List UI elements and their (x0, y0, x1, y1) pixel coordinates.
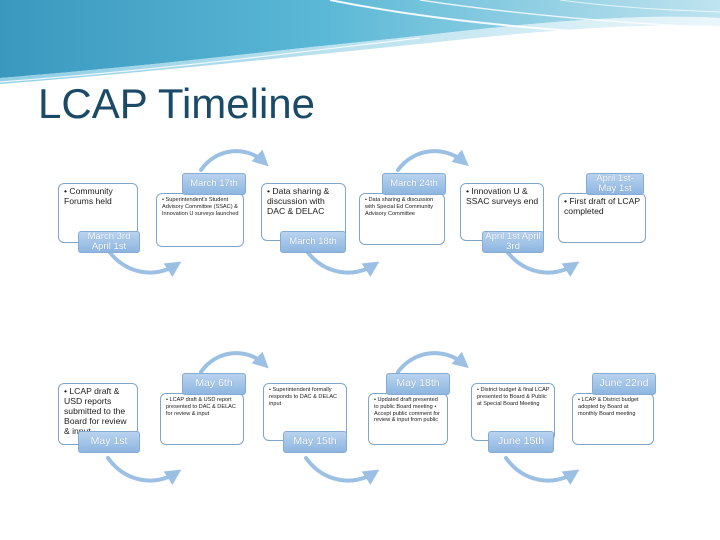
step-text: • LCAP draft & USD report presented to D… (166, 397, 236, 417)
step-text: • District budget & final LCAP presented… (477, 387, 549, 407)
step-text: • Superintendent's Student Advisory Comm… (162, 197, 239, 217)
date-tab-june-15th: June 15th (488, 431, 554, 453)
row1-arrow-5 (506, 250, 574, 273)
step-text: • Data sharing & discussion with Special… (365, 197, 433, 217)
row1-arrow-1 (108, 250, 176, 273)
header-wave-banner (0, 0, 720, 90)
date-tab-march-18th: March 18th (280, 231, 346, 253)
step-text: • Updated draft presented to public Boar… (374, 397, 440, 423)
step-text: • LCAP draft & USD reports submitted to … (64, 386, 127, 436)
row2-arrow-5 (506, 458, 574, 481)
row1-arrow-2 (201, 151, 264, 170)
date-tab-march-17th: March 17th (182, 173, 246, 195)
slide-title: LCAP Timeline (38, 80, 315, 128)
step-first-draft: • First draft of LCAP completed (558, 193, 646, 243)
date-tab-april-1st-may-1st: April 1st- May 1st (586, 173, 644, 195)
timeline-diagram: • Community Forums held March 3rd April … (36, 140, 680, 510)
date-tab-may-1st: May 1st (78, 431, 140, 453)
date-tab-may-15th: May 15th (283, 431, 347, 453)
step-text: • Innovation U & SSAC surveys end (466, 186, 538, 206)
date-tab-march-24th: March 24th (382, 173, 446, 195)
date-tab-march-3rd: March 3rd April 1st (78, 231, 140, 253)
step-surveys-launched: • Superintendent's Student Advisory Comm… (156, 193, 244, 247)
step-text: • Superintendent formally responds to DA… (269, 387, 337, 407)
step-updated-draft-public: • Updated draft presented to public Boar… (368, 393, 448, 445)
step-text: • Community Forums held (64, 186, 113, 206)
step-data-sharing-special-ed: • Data sharing & discussion with Special… (359, 193, 445, 245)
row2-arrow-4 (398, 353, 464, 372)
step-text: • LCAP & District budget adopted by Boar… (578, 397, 639, 417)
row1-arrow-4 (398, 151, 464, 170)
row2-arrow-1 (108, 458, 176, 481)
step-text: • Data sharing & discussion with DAC & D… (267, 186, 329, 216)
date-tab-june-22nd: June 22nd (592, 373, 656, 395)
row2-arrow-2 (201, 353, 264, 372)
date-tab-may-6th: May 6th (182, 373, 246, 395)
date-tab-may-18th: May 18th (386, 373, 450, 395)
date-tab-april-1st: April 1st April 3rd (482, 231, 544, 253)
row1-arrow-3 (306, 250, 374, 273)
row2-arrow-3 (306, 458, 374, 481)
step-lcap-adopted: • LCAP & District budget adopted by Boar… (572, 393, 654, 445)
step-draft-to-dac: • LCAP draft & USD report presented to D… (160, 393, 244, 445)
step-text: • First draft of LCAP completed (564, 196, 640, 216)
